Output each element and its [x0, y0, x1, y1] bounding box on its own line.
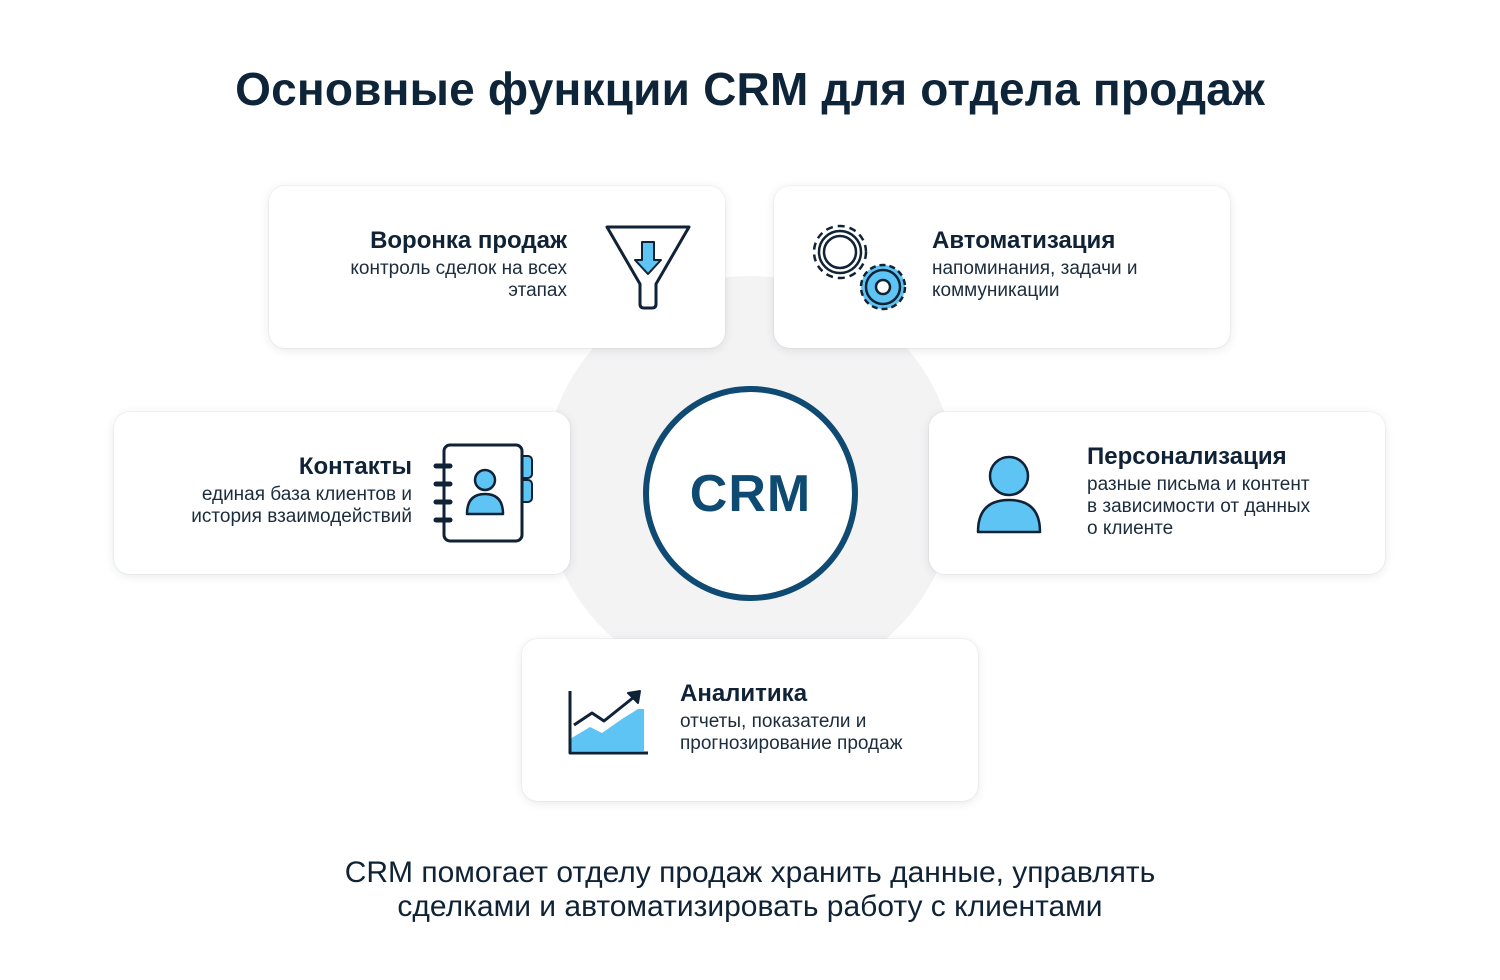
card-personalization: Персонализация разные письма и контент в…: [929, 412, 1385, 574]
card-contacts-desc-1: единая база клиентов и: [201, 484, 412, 505]
card-personalization-desc-2: в зависимости от данных: [1087, 496, 1311, 517]
card-contacts-desc-2: история взаимодействий: [191, 506, 412, 527]
card-automation-desc-2: коммуникации: [932, 280, 1060, 301]
card-contacts: Контакты единая база клиентов и история …: [114, 412, 570, 574]
footer-line-2: сделками и автоматизировать работу с кли…: [397, 890, 1103, 923]
card-contacts-heading: Контакты: [298, 453, 412, 480]
contact-book-icon: [433, 443, 533, 543]
card-personalization-desc-1: разные письма и контент: [1087, 474, 1310, 495]
card-funnel-desc-2: этапах: [508, 280, 567, 301]
card-analytics-desc-1: отчеты, показатели и: [680, 711, 867, 732]
card-personalization-heading: Персонализация: [1087, 443, 1287, 470]
card-automation: Автоматизация напоминания, задачи и комм…: [774, 186, 1230, 348]
card-analytics: Аналитика отчеты, показатели и прогнозир…: [522, 639, 978, 801]
card-analytics-heading: Аналитика: [680, 680, 808, 707]
card-funnel: Воронка продаж контроль сделок на всех э…: [269, 186, 725, 348]
crm-hub: CRM: [643, 386, 858, 601]
funnel-icon: [605, 225, 691, 310]
card-automation-desc-1: напоминания, задачи и: [932, 258, 1138, 279]
card-funnel-heading: Воронка продаж: [370, 227, 567, 254]
card-automation-heading: Автоматизация: [932, 227, 1116, 254]
hub-label: CRM: [689, 464, 812, 523]
footer-caption: CRM помогает отделу продаж хранить данны…: [0, 856, 1500, 924]
page-title: Основные функции CRM для отдела продаж: [235, 63, 1265, 115]
card-analytics-desc-2: прогнозирование продаж: [680, 733, 903, 754]
gears-icon: [812, 224, 907, 311]
card-personalization-desc-3: о клиенте: [1087, 518, 1174, 539]
card-funnel-desc-1: контроль сделок на всех: [350, 258, 567, 279]
footer-line-1: CRM помогает отделу продаж хранить данны…: [344, 856, 1156, 889]
growth-chart-icon: [568, 690, 648, 755]
user-icon: [976, 455, 1042, 534]
